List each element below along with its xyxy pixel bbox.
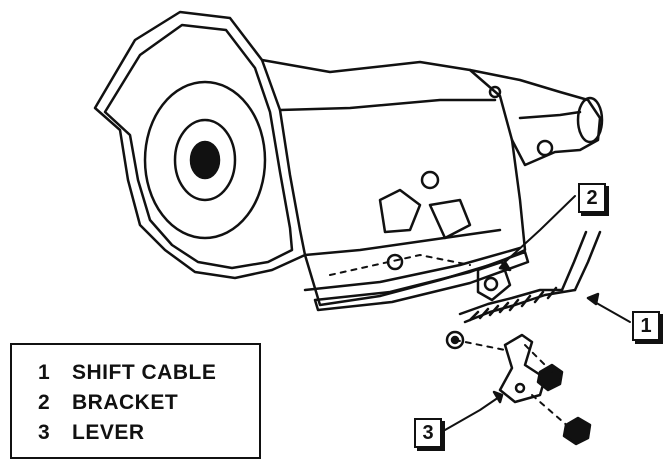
callout-1: 1 (632, 311, 660, 341)
legend: 1 SHIFT CABLE 2 BRACKET 3 LEVER (10, 343, 261, 459)
torque-converter (143, 80, 267, 240)
extension-housing (468, 68, 602, 167)
leader-2 (504, 195, 576, 263)
callout-3: 3 (414, 418, 442, 448)
legend-item-lever: 3 LEVER (38, 419, 145, 447)
nut-lower (562, 416, 592, 446)
legend-label: BRACKET (72, 391, 179, 414)
legend-label: LEVER (72, 421, 145, 444)
bell-housing-rim (103, 23, 294, 270)
nut-upper (536, 363, 564, 392)
legend-item-shift-cable: 1 SHIFT CABLE (38, 359, 216, 387)
oil-pan (313, 250, 530, 312)
shift-cable-path (573, 230, 602, 292)
bracket-shape (476, 260, 512, 302)
legend-number: 1 (38, 361, 51, 384)
legend-number: 2 (38, 391, 51, 414)
callout-2: 2 (578, 183, 606, 213)
transmission-case (260, 58, 527, 307)
legend-number: 3 (38, 421, 51, 444)
leader-3 (444, 394, 503, 431)
legend-item-bracket: 2 BRACKET (38, 389, 178, 417)
legend-label: SHIFT CABLE (72, 361, 217, 384)
